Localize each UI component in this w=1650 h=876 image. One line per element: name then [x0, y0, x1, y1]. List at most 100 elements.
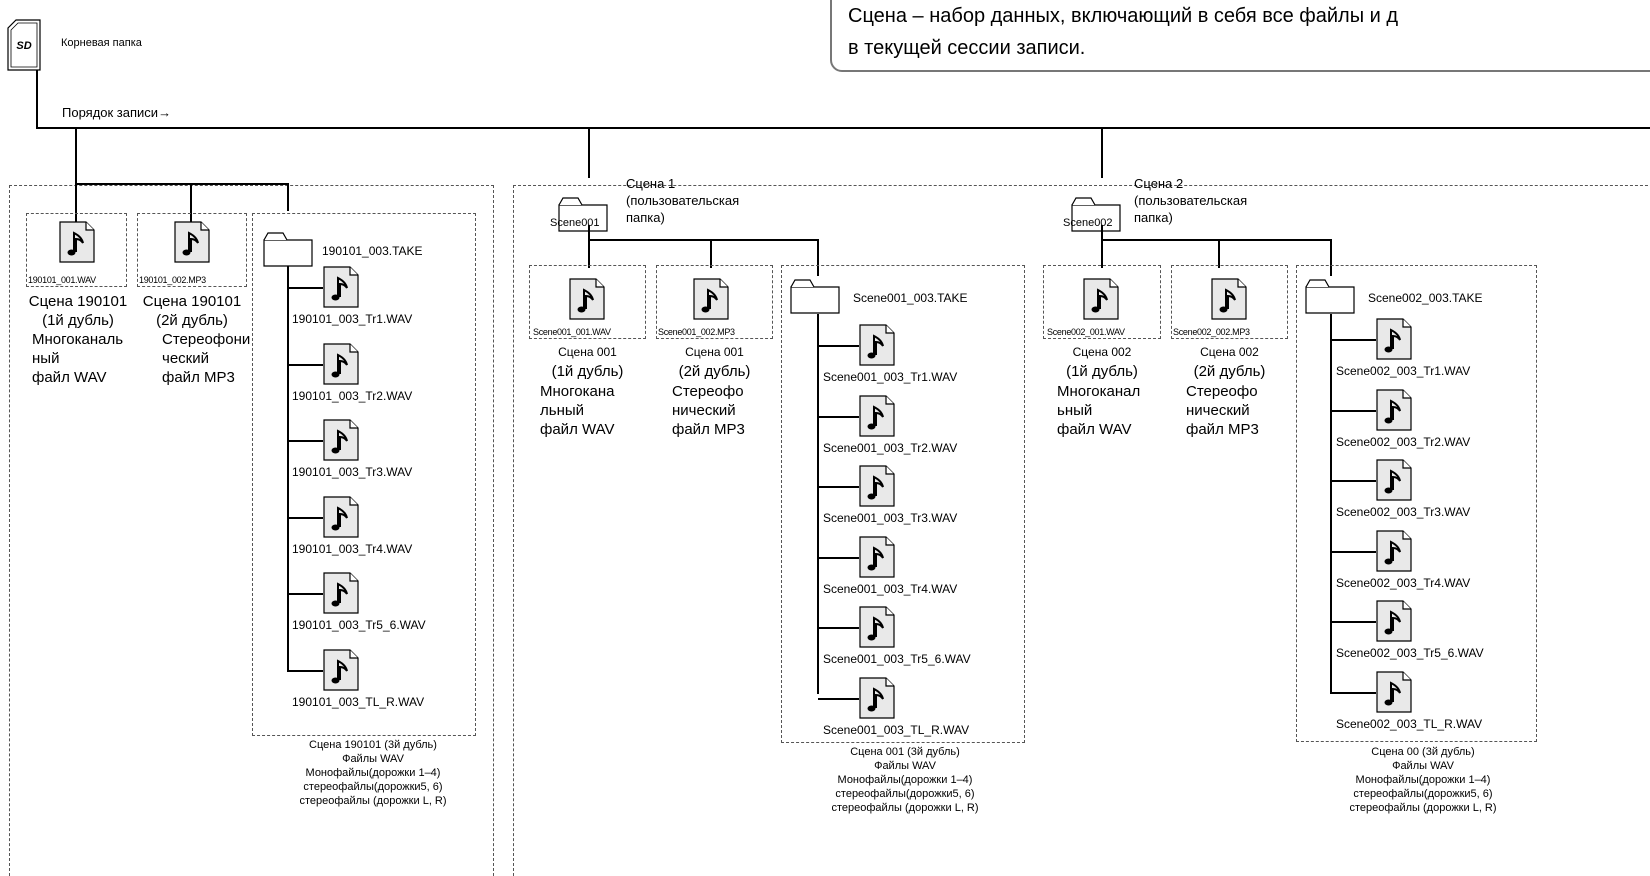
connector [1331, 409, 1376, 412]
connector [288, 516, 323, 519]
audio-file-icon[interactable] [859, 394, 895, 437]
connector [1330, 314, 1332, 694]
file-desc: (2й дубль) [1193, 363, 1266, 380]
audio-file-icon[interactable] [323, 495, 359, 538]
audio-file-icon[interactable] [1211, 278, 1247, 320]
folder-icon[interactable] [263, 231, 313, 267]
scene-folder-name[interactable]: Scene001 [550, 217, 600, 229]
audio-file-icon[interactable] [1083, 278, 1119, 320]
track-file-name[interactable]: Scene001_003_Tr4.WAV [823, 581, 958, 596]
audio-file-icon[interactable] [323, 342, 359, 385]
connector [1101, 225, 1103, 268]
audio-file-icon[interactable] [323, 266, 359, 308]
connector [288, 440, 323, 442]
audio-file-icon[interactable] [859, 676, 895, 719]
file-desc: (1й дубль) [551, 363, 624, 380]
connector [817, 314, 819, 694]
take-folder-name[interactable]: 190101_003.TAKE [322, 244, 423, 258]
scene-definition-callout: Сцена – набор данных, включающий в себя … [830, 0, 1650, 72]
track-file-name[interactable]: 190101_003_TL_R.WAV [292, 694, 425, 709]
track-file-name[interactable]: Scene002_003_TL_R.WAV [1336, 716, 1483, 731]
audio-file-icon[interactable] [859, 324, 895, 366]
connector [1331, 691, 1376, 694]
connector [287, 183, 289, 211]
file-box [26, 213, 127, 287]
take-box [1296, 265, 1537, 742]
file-box [529, 265, 646, 339]
audio-file-icon[interactable] [1376, 600, 1412, 642]
file-name[interactable]: Scene001_002.MP3 [658, 327, 735, 337]
track-file-name[interactable]: Scene001_003_Tr3.WAV [823, 511, 958, 525]
file-desc: Сцена 002 [1200, 345, 1259, 359]
connector [710, 239, 712, 268]
audio-file-icon[interactable] [693, 278, 729, 320]
folder-icon[interactable] [790, 278, 840, 314]
audio-file-icon[interactable] [859, 465, 895, 507]
connector [1218, 239, 1220, 268]
connector [287, 266, 289, 672]
connector [818, 697, 859, 700]
track-file-name[interactable]: 190101_003_Tr4.WAV [292, 541, 413, 556]
file-box [1171, 265, 1288, 339]
connector [818, 556, 859, 559]
track-file-name[interactable]: 190101_003_Tr1.WAV [292, 312, 413, 326]
connector [288, 287, 323, 289]
audio-file-icon[interactable] [59, 221, 95, 263]
track-file-name[interactable]: Scene001_003_Tr5_6.WAV [823, 652, 971, 666]
track-file-name[interactable]: Scene001_003_Tr2.WAV [823, 440, 958, 455]
folder-icon[interactable] [1305, 278, 1355, 314]
audio-file-icon[interactable] [1376, 670, 1412, 713]
file-name[interactable]: Scene002_002.MP3 [1173, 327, 1250, 337]
take-box [252, 213, 476, 736]
connector [818, 627, 859, 629]
audio-file-icon[interactable] [1376, 459, 1412, 501]
audio-file-icon[interactable] [323, 572, 359, 614]
connector [1330, 239, 1332, 276]
track-file-name[interactable]: 190101_003_Tr3.WAV [292, 465, 413, 479]
file-desc: Сцена 001 [685, 345, 744, 359]
connector [190, 183, 192, 248]
take-folder-name[interactable]: Scene002_003.TAKE [1368, 291, 1483, 305]
file-name[interactable]: 190101_002.MP3 [139, 275, 206, 285]
track-file-name[interactable]: Scene002_003_Tr3.WAV [1336, 505, 1471, 519]
root-trunk [36, 70, 38, 129]
track-file-name[interactable]: Scene002_003_Tr1.WAV [1336, 364, 1471, 378]
audio-file-icon[interactable] [323, 648, 359, 691]
connector [818, 415, 859, 418]
connector [818, 486, 859, 488]
audio-file-icon[interactable] [1376, 388, 1412, 431]
track-file-name[interactable]: Scene002_003_Tr2.WAV [1336, 434, 1471, 449]
audio-file-icon[interactable] [859, 606, 895, 648]
track-file-name[interactable]: Scene002_003_Tr5_6.WAV [1336, 646, 1484, 660]
file-desc: Сцена 002 [1072, 345, 1132, 359]
audio-file-icon[interactable] [1376, 318, 1412, 360]
scene-folder-name[interactable]: Scene002 [1063, 217, 1113, 229]
track-file-name[interactable]: Scene002_003_Tr4.WAV [1336, 575, 1471, 590]
connector [1101, 239, 1331, 241]
audio-file-icon[interactable] [1376, 529, 1412, 572]
file-box [1043, 265, 1161, 339]
connector [1331, 621, 1376, 623]
track-file-name[interactable]: Scene001_003_Tr1.WAV [823, 370, 958, 384]
connector [1331, 339, 1376, 341]
connector [1331, 550, 1376, 553]
audio-file-icon[interactable] [323, 419, 359, 461]
file-name[interactable]: Scene002_001.WAV [1047, 327, 1125, 337]
track-file-name[interactable]: Scene001_003_TL_R.WAV [823, 722, 970, 737]
connector [288, 669, 323, 672]
file-name[interactable]: 190101_001.WAV [28, 275, 96, 285]
take-folder-name[interactable]: Scene001_003.TAKE [853, 291, 968, 305]
track-file-name[interactable]: 190101_003_Tr2.WAV [292, 388, 413, 403]
file-desc: Сцена 190101(1й дубль) [28, 293, 128, 329]
audio-file-icon[interactable] [174, 221, 210, 263]
file-name[interactable]: Scene001_001.WAV [533, 327, 611, 337]
sd-card-icon: SD [7, 19, 41, 71]
track-file-name[interactable]: 190101_003_Tr5_6.WAV [292, 618, 426, 632]
audio-file-icon[interactable] [859, 535, 895, 578]
audio-file-icon[interactable] [569, 278, 605, 320]
